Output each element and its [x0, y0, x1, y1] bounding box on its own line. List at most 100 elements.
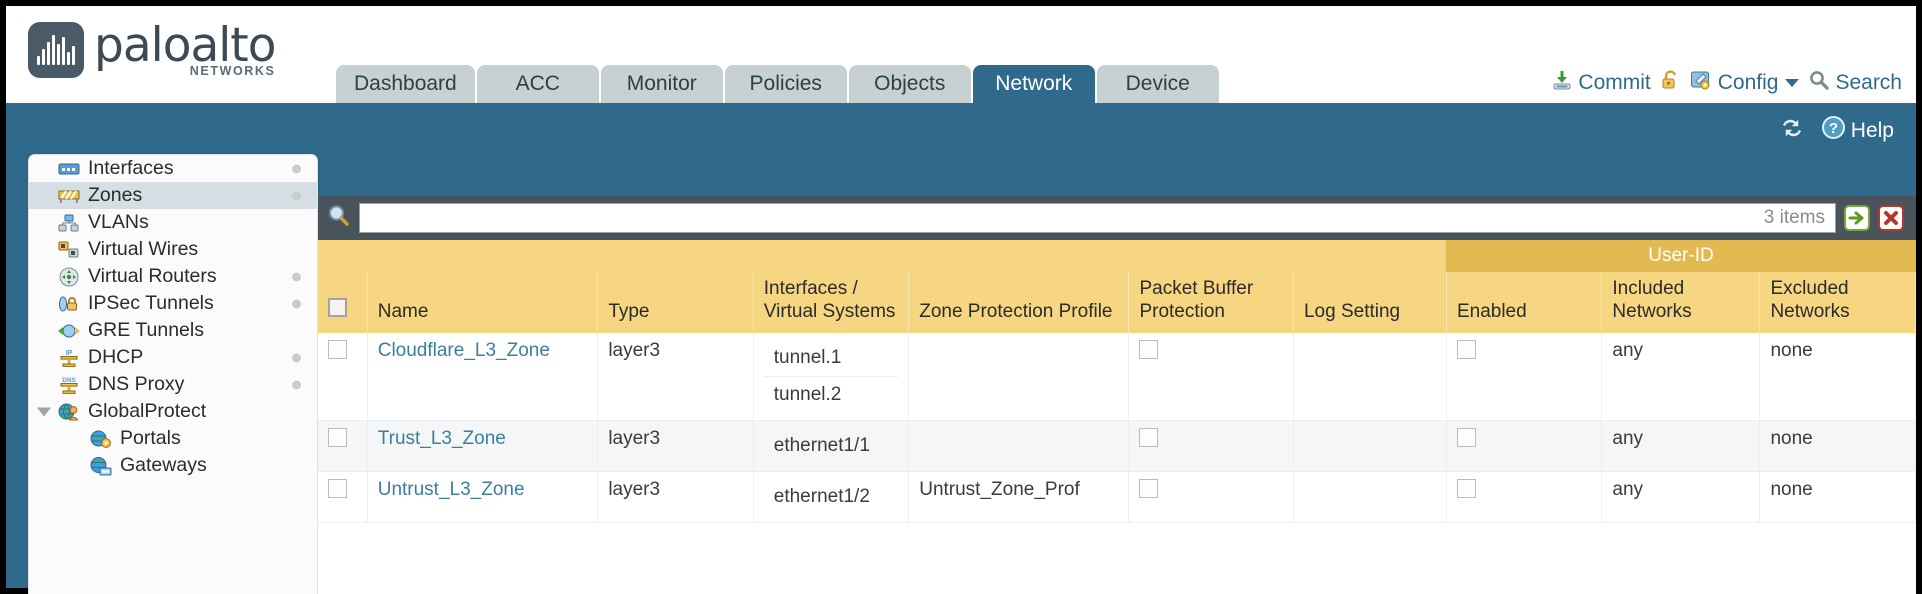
cell-name: Trust_L3_Zone [367, 420, 599, 473]
virtual-wires-icon [57, 240, 81, 260]
config-menu[interactable]: Config [1690, 69, 1800, 97]
sidebar-item-label: GlobalProtect [88, 400, 207, 422]
interface-entry: ethernet1/1 [773, 435, 870, 457]
sidebar-item-label: VLANs [88, 211, 149, 233]
apply-filter-button[interactable] [1844, 205, 1870, 231]
column-header-row: Name Type Interfaces / Virtual Systems Z… [318, 272, 1916, 334]
col-header-excluded-networks[interactable]: Excluded Networks [1759, 272, 1916, 334]
cell-packet-buffer-protection [1128, 333, 1294, 422]
col-header-userid-enabled[interactable]: Enabled [1446, 272, 1603, 334]
packet-buffer-protection-checkbox[interactable] [1139, 340, 1159, 360]
search-input[interactable]: 3 items [359, 203, 1836, 233]
tab-dashboard[interactable]: Dashboard [336, 65, 475, 103]
help-button[interactable]: ? Help [1821, 115, 1894, 146]
padlock-icon[interactable] [1660, 69, 1681, 97]
cell-packet-buffer-protection [1128, 471, 1294, 524]
zone-name-link[interactable]: Untrust_L3_Zone [377, 479, 525, 501]
row-checkbox[interactable] [328, 340, 347, 360]
table-row[interactable]: Trust_L3_Zone layer3 ethernet1/1 any non… [318, 420, 1916, 473]
search-magnifier-icon[interactable] [326, 203, 351, 233]
sidebar-item-gateways[interactable]: Gateways [29, 452, 317, 479]
search-button[interactable]: Search [1808, 69, 1902, 97]
row-checkbox[interactable] [328, 479, 347, 499]
sidebar-item-label: GRE Tunnels [88, 319, 204, 341]
sidebar-item-portals[interactable]: Portals [29, 425, 317, 452]
refresh-icon[interactable] [1779, 116, 1805, 146]
commit-label: Commit [1578, 71, 1651, 94]
tab-device[interactable]: Device [1096, 65, 1219, 103]
tab-network[interactable]: Network [972, 65, 1095, 103]
sidebar-status-dot [292, 380, 301, 389]
col-header-type[interactable]: Type [597, 272, 754, 334]
tab-policies[interactable]: Policies [724, 65, 847, 103]
sidebar-item-label: Portals [120, 427, 181, 449]
sidebar-item-label: DNS Proxy [88, 373, 185, 395]
paloalto-logo[interactable]: paloalto NETWORKS [28, 22, 276, 78]
cell-interfaces: ethernet1/2 [753, 471, 910, 524]
sidebar-item-label: Virtual Routers [88, 265, 217, 287]
userid-enabled-checkbox[interactable] [1456, 340, 1476, 360]
cell-zone-protection-profile: Untrust_Zone_Prof [908, 471, 1130, 524]
sidebar-item-vlans[interactable]: VLANs [29, 209, 317, 236]
cell-excluded-networks: none [1759, 333, 1916, 422]
tab-monitor[interactable]: Monitor [600, 65, 723, 103]
dns-proxy-icon: DNS [57, 375, 81, 395]
sidebar-item-globalprotect[interactable]: GlobalProtect [29, 398, 317, 425]
cell-excluded-networks: none [1759, 471, 1916, 524]
col-header-interfaces[interactable]: Interfaces / Virtual Systems [753, 272, 910, 334]
userid-enabled-checkbox[interactable] [1456, 479, 1476, 499]
sidebar-item-label: Gateways [120, 454, 207, 476]
sidebar-status-dot [292, 164, 301, 173]
zone-name-link[interactable]: Cloudflare_L3_Zone [377, 340, 550, 362]
table-row[interactable]: Cloudflare_L3_Zone layer3 tunnel.1 tunne… [318, 333, 1916, 422]
paloalto-logo-mark [28, 22, 84, 78]
sidebar-item-interfaces[interactable]: Interfaces [29, 155, 317, 182]
row-select-cell [318, 420, 368, 473]
main-nav-tabs: Dashboard ACC Monitor Policies Objects N… [336, 65, 1219, 103]
sidebar-status-dot [292, 272, 301, 281]
col-header-zone-protection-profile[interactable]: Zone Protection Profile [908, 272, 1130, 334]
cell-packet-buffer-protection [1128, 420, 1294, 473]
sidebar-item-zones[interactable]: Zones [29, 182, 317, 209]
logo-waveform-icon [37, 35, 75, 65]
tab-objects[interactable]: Objects [848, 65, 971, 103]
select-all-checkbox[interactable] [328, 297, 347, 317]
packet-buffer-protection-checkbox[interactable] [1139, 479, 1159, 499]
sidebar-item-virtual-wires[interactable]: Virtual Wires [29, 236, 317, 263]
sidebar-item-dns-proxy[interactable]: DNS DNS Proxy [29, 371, 317, 398]
zone-name-link[interactable]: Trust_L3_Zone [377, 428, 506, 450]
search-icon [1808, 69, 1830, 97]
cell-log-setting [1293, 420, 1447, 473]
tab-acc[interactable]: ACC [476, 65, 599, 103]
help-actions: ? Help [1779, 115, 1894, 146]
svg-text:IP: IP [66, 350, 73, 357]
sidebar-status-dot [292, 191, 301, 200]
portals-icon [89, 429, 113, 449]
item-count-label: 3 items [1763, 207, 1825, 228]
zones-table: User-ID Name Type Interfaces / Virtual S… [318, 240, 1916, 524]
svg-text:?: ? [1829, 120, 1838, 137]
zones-icon [57, 186, 81, 206]
cell-included-networks: any [1601, 471, 1761, 524]
col-header-packet-buffer-protection[interactable]: Packet Buffer Protection [1128, 272, 1294, 334]
col-header-included-networks[interactable]: Included Networks [1601, 272, 1761, 334]
sidebar-item-virtual-routers[interactable]: Virtual Routers [29, 263, 317, 290]
cell-name: Cloudflare_L3_Zone [367, 333, 599, 422]
filter-toolbar: 3 items [318, 196, 1916, 240]
sidebar-item-dhcp[interactable]: IP DHCP [29, 344, 317, 371]
sidebar-item-ipsec-tunnels[interactable]: IPSec Tunnels [29, 290, 317, 317]
userid-enabled-checkbox[interactable] [1456, 428, 1476, 448]
clear-filter-button[interactable] [1878, 205, 1904, 231]
vlans-icon [57, 213, 81, 233]
table-row[interactable]: Untrust_L3_Zone layer3 ethernet1/2 Untru… [318, 471, 1916, 524]
sidebar-item-gre-tunnels[interactable]: GRE Tunnels [29, 317, 317, 344]
chevron-down-icon [1785, 79, 1800, 87]
commit-button[interactable]: Commit [1551, 69, 1651, 97]
brand-tagline: NETWORKS [189, 64, 276, 79]
packet-buffer-protection-checkbox[interactable] [1139, 428, 1159, 448]
expand-collapse-triangle-icon[interactable] [37, 407, 51, 416]
col-header-log-setting[interactable]: Log Setting [1293, 272, 1447, 334]
config-label: Config [1717, 71, 1779, 94]
col-header-name[interactable]: Name [367, 272, 599, 334]
row-checkbox[interactable] [328, 428, 347, 448]
